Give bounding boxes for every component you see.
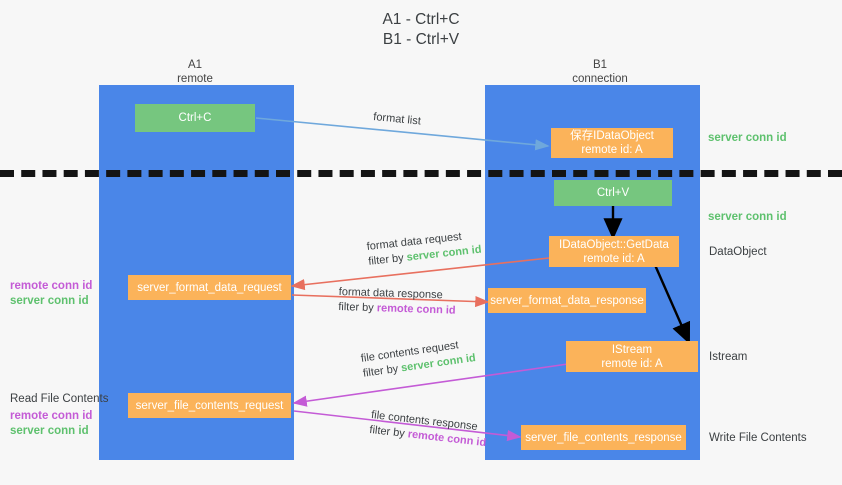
annotation-conn-ids-1-server: server conn id [10, 295, 89, 307]
box-server-format-data-response[interactable]: server_format_data_response [488, 288, 646, 313]
box-save-idataobject[interactable]: 保存IDataObject remote id: A [551, 128, 673, 158]
label-format-list: format list [373, 110, 422, 130]
annotation-istream: Istream [709, 351, 748, 363]
annotation-write-file-contents: Write File Contents [709, 432, 807, 444]
lane-a1-name: A1 [187, 59, 203, 71]
box-ctrl-c-label: Ctrl+C [178, 112, 212, 124]
box-server-file-contents-response-label: server_file_contents_response [525, 431, 682, 444]
box-istream-line1: IStream [611, 343, 653, 356]
filter-prefix: filter by [362, 362, 403, 380]
box-server-format-data-request-label: server_format_data_request [137, 281, 282, 294]
box-server-format-data-request[interactable]: server_format_data_request [128, 275, 291, 300]
lane-b1-sub: connection [572, 73, 628, 85]
annotation-conn-ids-2-server: server conn id [10, 425, 89, 437]
annotation-server-conn-id-1: server conn id [708, 131, 787, 146]
box-server-format-data-response-label: server_format_data_response [490, 294, 644, 307]
annotation-conn-ids-1-remote: remote conn id [10, 280, 93, 292]
box-server-file-contents-response[interactable]: server_file_contents_response [521, 425, 686, 450]
filter-prefix: filter by [367, 251, 408, 268]
boundary-divider [0, 170, 842, 177]
lane-header-b1: B1 connection [535, 58, 665, 86]
box-server-file-contents-request-label: server_file_contents_request [135, 399, 284, 412]
box-istream[interactable]: IStream remote id: A [566, 341, 698, 372]
annotation-dataobject: DataObject [709, 246, 767, 258]
annotation-conn-ids-2: remote conn id server conn id [10, 409, 92, 439]
lane-header-a1: A1 remote [135, 58, 255, 86]
box-ctrl-v-label: Ctrl+V [596, 187, 630, 199]
box-getdata-line1: IDataObject::GetData [559, 238, 669, 251]
title-line-1: A1 - Ctrl+C [382, 11, 460, 28]
annotation-server-conn-id-2: server conn id [708, 210, 787, 225]
box-ctrl-c[interactable]: Ctrl+C [135, 104, 255, 132]
box-getdata-line2: remote id: A [583, 252, 645, 265]
annotation-read-file-contents: Read File Contents [10, 393, 109, 405]
annotation-server-conn-id-2-text: server conn id [708, 211, 787, 223]
lane-a1-sub: remote [177, 73, 213, 85]
annotation-conn-ids-1: remote conn id server conn id [10, 279, 92, 309]
annotation-server-conn-id-1-text: server conn id [708, 132, 787, 144]
box-save-idataobject-line1: 保存IDataObject [570, 130, 654, 142]
box-idataobject-getdata[interactable]: IDataObject::GetData remote id: A [549, 236, 679, 267]
box-ctrl-v[interactable]: Ctrl+V [554, 180, 672, 206]
filter-prefix: filter by [368, 423, 409, 441]
label-file-contents-request: file contents request filter by server c… [360, 336, 477, 382]
label-format-list-text: format list [372, 110, 422, 128]
title-line-2: B1 - Ctrl+V [382, 31, 460, 48]
label-format-data-response: format data response filter by remote co… [338, 285, 456, 319]
label-format-data-response-filter: filter by remote conn id [338, 300, 456, 319]
label-format-data-request: format data request filter by server con… [366, 228, 482, 270]
annotation-conn-ids-2-remote: remote conn id [10, 410, 93, 422]
filter-prefix: filter by [338, 300, 377, 315]
lane-b1-name: B1 [592, 59, 608, 71]
label-file-contents-response: file contents response filter by remote … [369, 408, 489, 451]
box-server-file-contents-request[interactable]: server_file_contents_request [128, 393, 291, 418]
diagram-title: A1 - Ctrl+C B1 - Ctrl+V [0, 10, 842, 50]
filter-key-remote-conn-id: remote conn id [376, 302, 456, 317]
box-save-idataobject-line2: remote id: A [581, 144, 643, 156]
box-istream-line2: remote id: A [601, 357, 663, 370]
